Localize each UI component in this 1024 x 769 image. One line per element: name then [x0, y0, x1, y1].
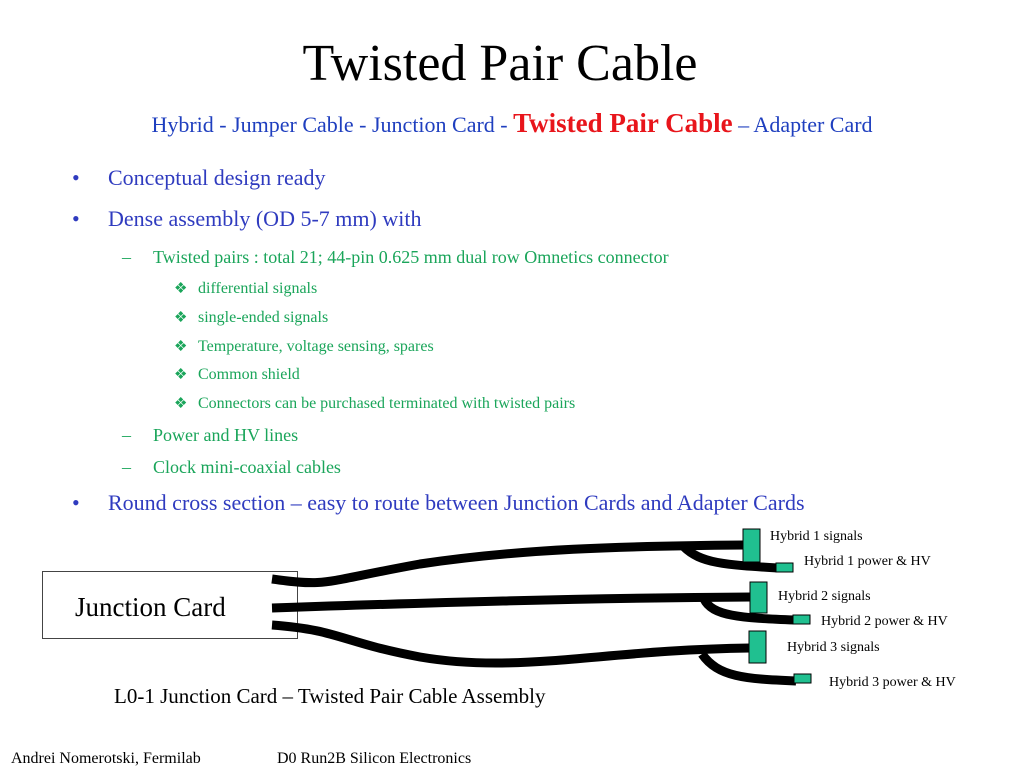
slide-title: Twisted Pair Cable — [302, 35, 698, 92]
sub-bullet-text: Clock mini-coaxial cables — [153, 457, 341, 477]
bullet-text: Dense assembly (OD 5-7 mm) with — [108, 206, 422, 231]
subtitle-prefix: Hybrid - Jumper Cable - Junction Card - — [151, 112, 514, 137]
bullet-marker: • — [72, 490, 80, 515]
diamond-bullet-icon: ❖ — [174, 281, 188, 297]
sub-bullet-text: Power and HV lines — [153, 425, 299, 445]
connector-hybrid-1-power — [775, 562, 794, 573]
sub-sub-bullet-text: differential signals — [198, 280, 318, 297]
sub-bullet-marker: – — [122, 247, 131, 267]
connector-hybrid-1-signals — [742, 528, 761, 563]
diamond-bullet-icon: ❖ — [174, 367, 188, 383]
cable-hybrid-2 — [271, 592, 753, 613]
diagram-caption: L0-1 Junction Card – Twisted Pair Cable … — [114, 684, 546, 708]
cable-hybrid-3-power — [698, 651, 797, 686]
junction-card-box — [42, 571, 298, 639]
label-hybrid-2-signals: Hybrid 2 signals — [778, 589, 871, 604]
connector-hybrid-3-power — [793, 673, 812, 684]
sub-bullet-marker: – — [122, 457, 131, 477]
cable-hybrid-1-power — [680, 543, 779, 573]
sub-sub-bullet-text: single-ended signals — [198, 309, 329, 326]
bullet-text: Round cross section – easy to route betw… — [108, 490, 805, 515]
cable-hybrid-2-power — [699, 596, 796, 625]
diamond-bullet-icon: ❖ — [174, 339, 188, 355]
junction-card-label: Junction Card — [75, 592, 226, 622]
label-hybrid-3-power: Hybrid 3 power & HV — [829, 675, 956, 690]
diamond-bullet-icon: ❖ — [174, 310, 188, 326]
label-hybrid-1-signals: Hybrid 1 signals — [770, 529, 863, 544]
connector-hybrid-2-power — [792, 614, 811, 625]
sub-bullet-text: Twisted pairs : total 21; 44-pin 0.625 m… — [153, 247, 669, 267]
bullet-marker: • — [72, 165, 80, 190]
subtitle-highlight: Twisted Pair Cable — [513, 108, 733, 138]
sub-sub-bullet-text: Connectors can be purchased terminated w… — [198, 395, 576, 412]
connector-hybrid-3-signals — [748, 630, 767, 664]
label-hybrid-1-power: Hybrid 1 power & HV — [804, 554, 931, 569]
footer-project: D0 Run2B Silicon Electronics — [277, 750, 472, 767]
slide-subtitle: Hybrid - Jumper Cable - Junction Card - … — [0, 106, 1024, 142]
cable-hybrid-1 — [271, 540, 746, 588]
label-hybrid-3-signals: Hybrid 3 signals — [787, 640, 880, 655]
sub-bullet-marker: – — [122, 425, 131, 445]
sub-sub-bullet-text: Temperature, voltage sensing, spares — [198, 338, 434, 355]
sub-sub-bullet-text: Common shield — [198, 366, 300, 383]
subtitle-suffix: – Adapter Card — [732, 112, 873, 137]
label-hybrid-2-power: Hybrid 2 power & HV — [821, 614, 948, 629]
cable-hybrid-3 — [271, 620, 751, 668]
connector-hybrid-2-signals — [749, 581, 768, 614]
diamond-bullet-icon: ❖ — [174, 396, 188, 412]
bullet-text: Conceptual design ready — [108, 165, 326, 190]
footer-author: Andrei Nomerotski, Fermilab — [11, 750, 201, 767]
bullet-marker: • — [72, 206, 80, 231]
